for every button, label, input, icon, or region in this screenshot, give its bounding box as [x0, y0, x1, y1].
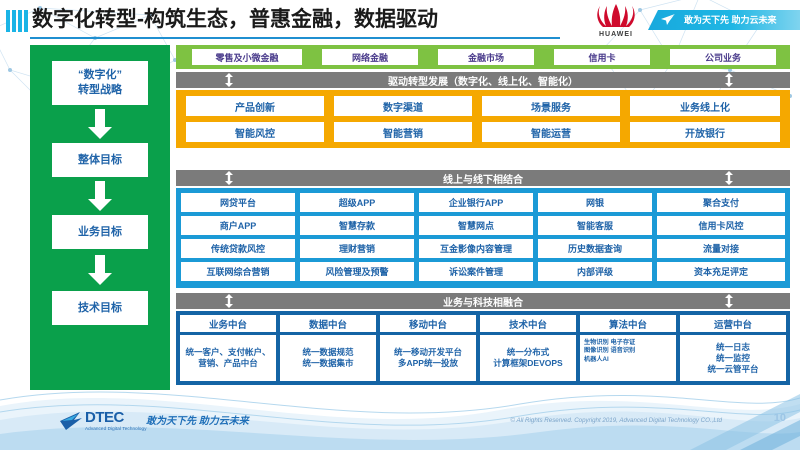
drive-cell-scenario-service[interactable]: 场景服务 [482, 96, 620, 116]
dtec-arrow-icon [60, 412, 82, 430]
sidebar-item-business-goal[interactable]: 业务目标 [52, 215, 148, 249]
drive-cell-product-innovation[interactable]: 产品创新 [186, 96, 324, 116]
platform-detail-data[interactable]: 统一数据规范统一数据集市 [280, 335, 376, 381]
oo-cell-online-banking[interactable]: 网银 [538, 193, 652, 212]
copyright-text: © All Rights Reserved. Copyright 2019, A… [510, 417, 722, 424]
sidebar-item-strategy-line1: “数字化” [78, 69, 122, 81]
down-arrow-icon [88, 109, 112, 139]
oo-cell-online-loan-platform[interactable]: 网贷平台 [181, 193, 295, 212]
oo-cell-aggregate-payment[interactable]: 聚合支付 [657, 193, 785, 212]
dtec-logo-name: DTEC [85, 409, 124, 426]
oo-cell-internet-marketing[interactable]: 互联网综合营销 [181, 262, 295, 281]
oo-cell-smart-customer-service[interactable]: 智能客服 [538, 216, 652, 235]
banner-slogan-text: 敢为天下先 助力云未来 [684, 15, 777, 25]
sidebar-item-overall-goal[interactable]: 整体目标 [52, 143, 148, 177]
section-header-drive-label: 驱动转型发展（数字化、线上化、智能化） [388, 76, 578, 88]
paper-plane-icon [661, 14, 675, 25]
business-line-creditcard[interactable]: 信用卡 [554, 49, 650, 65]
drive-section-body: 产品创新 数字渠道 场景服务 业务线上化 智能风控 智能营销 智能运营 开放银行 [176, 90, 790, 148]
platform-detail-business[interactable]: 统一客户、支付帐户、营销、产品中台 [180, 335, 276, 381]
platform-header-business[interactable]: 业务中台 [180, 315, 276, 332]
main-architecture-panel: 零售及小微金融 网络金融 金融市场 信用卡 公司业务 驱动转型发展（数字化、线上… [176, 45, 790, 390]
business-line-retail[interactable]: 零售及小微金融 [192, 49, 302, 65]
down-arrow-icon [88, 255, 112, 285]
platform-header-mobile[interactable]: 移动中台 [380, 315, 476, 332]
dtec-logo: DTEC Advanced Digital Technology [85, 410, 147, 432]
drive-cell-business-online[interactable]: 业务线上化 [630, 96, 780, 116]
oo-cell-litigation-case-mgmt[interactable]: 诉讼案件管理 [419, 262, 533, 281]
platform-detail-algorithm[interactable]: 生物识别 电子存证图像识别 语音识别机器人AI [580, 335, 676, 381]
up-down-arrow-icon [725, 73, 733, 87]
platform-header-algorithm[interactable]: 算法中台 [580, 315, 676, 332]
strategy-sidebar: “数字化” 转型战略 整体目标 业务目标 技术目标 [30, 45, 170, 390]
section-header-online-offline-label: 线上与线下相结合 [443, 174, 523, 186]
oo-cell-traditional-loan-risk[interactable]: 传统贷款风控 [181, 239, 295, 258]
oo-cell-historical-data-query[interactable]: 历史数据查询 [538, 239, 652, 258]
platform-section-body: 业务中台 数据中台 移动中台 技术中台 算法中台 运营中台 统一客户、支付帐户、… [176, 311, 790, 385]
up-down-arrow-icon [225, 171, 233, 185]
title-underline [30, 37, 560, 39]
down-arrow-icon [88, 181, 112, 211]
drive-cell-digital-channel[interactable]: 数字渠道 [334, 96, 472, 116]
footer-slogan: 敢为天下先 助力云未来 [146, 416, 249, 427]
business-line-market[interactable]: 金融市场 [438, 49, 534, 65]
online-offline-section-body: 网贷平台 超级APP 企业银行APP 网银 聚合支付 商户APP 智慧存款 智慧… [176, 188, 790, 288]
oo-cell-traffic-integration[interactable]: 流量对接 [657, 239, 785, 258]
platform-detail-operation[interactable]: 统一日志统一监控统一云管平台 [680, 335, 786, 381]
title-accent-icon [6, 10, 28, 32]
oo-cell-capital-adequacy[interactable]: 资本充足评定 [657, 262, 785, 281]
sidebar-item-strategy[interactable]: “数字化” 转型战略 [52, 61, 148, 105]
slide-footer: DTEC Advanced Digital Technology 敢为天下先 助… [0, 390, 800, 450]
oo-cell-credit-card-risk[interactable]: 信用卡风控 [657, 216, 785, 235]
oo-cell-internal-rating[interactable]: 内部评级 [538, 262, 652, 281]
oo-cell-merchant-app[interactable]: 商户APP [181, 216, 295, 235]
oo-cell-risk-mgmt-alert[interactable]: 风险管理及预警 [300, 262, 414, 281]
oo-cell-smart-branch[interactable]: 智慧网点 [419, 216, 533, 235]
page-number: 10 [773, 412, 786, 424]
business-line-corporate[interactable]: 公司业务 [670, 49, 776, 65]
huawei-flower-icon [597, 4, 635, 27]
platform-header-data[interactable]: 数据中台 [280, 315, 376, 332]
sidebar-item-overall-goal-label: 整体目标 [78, 153, 122, 166]
drive-cell-open-banking[interactable]: 开放银行 [630, 122, 780, 142]
section-header-platform: 业务与科技相融合 [176, 293, 790, 309]
sidebar-item-technology-goal-label: 技术目标 [78, 301, 122, 314]
oo-cell-image-content-mgmt[interactable]: 互金影像内容管理 [419, 239, 533, 258]
huawei-slogan-banner: 敢为天下先 助力云未来 [648, 10, 800, 30]
drive-cell-smart-operation[interactable]: 智能运营 [482, 122, 620, 142]
oo-cell-smart-deposit[interactable]: 智慧存款 [300, 216, 414, 235]
huawei-logo: HUAWEI [590, 2, 642, 38]
sidebar-item-technology-goal[interactable]: 技术目标 [52, 291, 148, 325]
drive-cell-smart-marketing[interactable]: 智能营销 [334, 122, 472, 142]
oo-cell-corporate-bank-app[interactable]: 企业银行APP [419, 193, 533, 212]
up-down-arrow-icon [725, 294, 733, 308]
drive-cell-smart-risk-control[interactable]: 智能风控 [186, 122, 324, 142]
sidebar-item-business-goal-label: 业务目标 [78, 225, 122, 238]
section-header-online-offline: 线上与线下相结合 [176, 170, 790, 186]
business-lines-band: 零售及小微金融 网络金融 金融市场 信用卡 公司业务 [176, 45, 790, 69]
page-title: 数字化转型-构筑生态，普惠金融，数据驱动 [32, 8, 438, 31]
business-line-internet[interactable]: 网络金融 [322, 49, 418, 65]
up-down-arrow-icon [225, 73, 233, 87]
section-header-platform-label: 业务与科技相融合 [443, 297, 523, 309]
up-down-arrow-icon [225, 294, 233, 308]
oo-cell-super-app[interactable]: 超级APP [300, 193, 414, 212]
platform-header-operation[interactable]: 运营中台 [680, 315, 786, 332]
up-down-arrow-icon [725, 171, 733, 185]
platform-detail-technology[interactable]: 统一分布式计算框架DEVOPS [480, 335, 576, 381]
sidebar-item-strategy-line2: 转型战略 [78, 84, 122, 96]
slide-header: 数字化转型-构筑生态，普惠金融，数据驱动 HUAWEI 敢为天下先 助力云未来 [0, 0, 800, 40]
section-header-drive: 驱动转型发展（数字化、线上化、智能化） [176, 72, 790, 88]
huawei-wordmark: HUAWEI [599, 31, 633, 38]
dtec-logo-subtitle: Advanced Digital Technology [85, 426, 147, 431]
platform-header-technology[interactable]: 技术中台 [480, 315, 576, 332]
oo-cell-wealth-marketing[interactable]: 理财营销 [300, 239, 414, 258]
platform-detail-mobile[interactable]: 统一移动开发平台多APP统一投放 [380, 335, 476, 381]
